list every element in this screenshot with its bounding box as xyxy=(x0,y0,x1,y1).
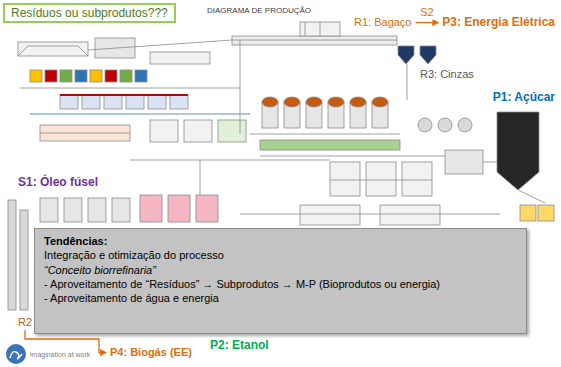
node-text: R2 xyxy=(18,316,32,329)
node-text: Resíduos ou subprodutos??? xyxy=(11,6,168,20)
diagram-title: DIAGRAMA DE PRODUÇÃO xyxy=(205,6,313,16)
product-label: P4: Biogás (EE) xyxy=(108,346,194,359)
node-text: P3: Energia Elétrica xyxy=(442,15,555,29)
node-body-text: “Conceito biorrefinaria” xyxy=(44,263,517,277)
node-body-text: - Aproveitamento de água e energia xyxy=(44,291,517,305)
node-text: P4: Biogás (EE) xyxy=(110,346,192,359)
node-text: R1: Bagaço xyxy=(354,16,411,29)
ge-logo xyxy=(6,344,26,364)
edge-label: S2 xyxy=(418,6,435,19)
logo-tagline: imagination at work xyxy=(28,351,92,359)
residue-label: R1: Bagaço xyxy=(352,16,413,29)
product-label: P3: Energia Elétrica xyxy=(440,15,557,29)
node-body-text: - Aproveitamento de “Resíduos” → Subprod… xyxy=(44,277,517,291)
residue-label: R2 xyxy=(16,316,34,329)
byproduct-label: S1: Óleo fúsel xyxy=(16,175,100,189)
residue-label: R3: Cinzas xyxy=(418,68,476,81)
node-text: Tendências: xyxy=(44,234,517,248)
product-label: P1: Açúcar xyxy=(491,90,557,104)
node-body-text: Integração e otimização do processo xyxy=(44,248,517,262)
trends-panel: Tendências:Integração e otimização do pr… xyxy=(34,228,527,334)
product-label: P2: Etanol xyxy=(208,338,271,352)
title-box: Resíduos ou subprodutos??? xyxy=(3,3,176,23)
flow-arrow xyxy=(415,22,438,23)
